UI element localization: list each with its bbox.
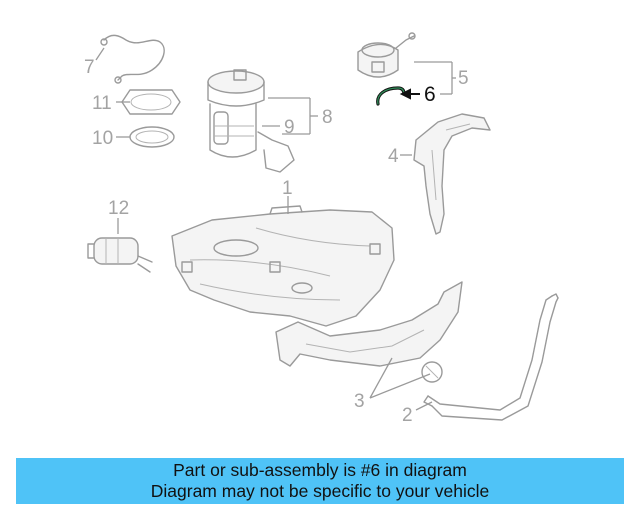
filler-cap-part bbox=[357, 32, 416, 78]
seal-part-highlighted bbox=[376, 86, 406, 106]
lock-ring-part bbox=[121, 89, 181, 115]
leader-3a bbox=[369, 357, 393, 399]
callout-8: 8 bbox=[322, 107, 333, 128]
banner-line-2: Diagram may not be specific to your vehi… bbox=[150, 481, 490, 501]
callout-11: 11 bbox=[92, 93, 112, 114]
callout-3: 3 bbox=[354, 391, 365, 412]
info-banner: Part or sub-assembly is #6 in diagram Di… bbox=[16, 458, 624, 504]
tank-strap-part bbox=[423, 293, 559, 421]
leader-3b bbox=[369, 373, 431, 399]
callout-2: 2 bbox=[402, 405, 413, 426]
wiring-harness-part bbox=[100, 34, 165, 84]
callout-9: 9 bbox=[284, 117, 295, 138]
tank-shield-part bbox=[275, 281, 463, 383]
parts-diagram: 7 11 10 8 9 5 bbox=[84, 32, 559, 426]
fuel-tank-part bbox=[171, 205, 395, 327]
fuel-pump-module-part bbox=[207, 69, 295, 173]
callout-6: 6 bbox=[424, 83, 436, 106]
callout-10: 10 bbox=[92, 128, 113, 149]
fuel-filter-part bbox=[87, 237, 153, 273]
heat-shield-part bbox=[413, 113, 491, 235]
leader-7 bbox=[95, 47, 105, 61]
callout-7: 7 bbox=[84, 57, 95, 78]
callout-1: 1 bbox=[282, 178, 293, 199]
gasket-ring-part bbox=[129, 126, 175, 148]
leader-2 bbox=[415, 401, 433, 411]
arrowhead-6 bbox=[399, 88, 411, 100]
callout-4: 4 bbox=[388, 146, 399, 167]
banner-line-1: Part or sub-assembly is #6 in diagram bbox=[173, 460, 467, 480]
callout-5: 5 bbox=[458, 68, 469, 89]
callout-12: 12 bbox=[108, 198, 129, 219]
